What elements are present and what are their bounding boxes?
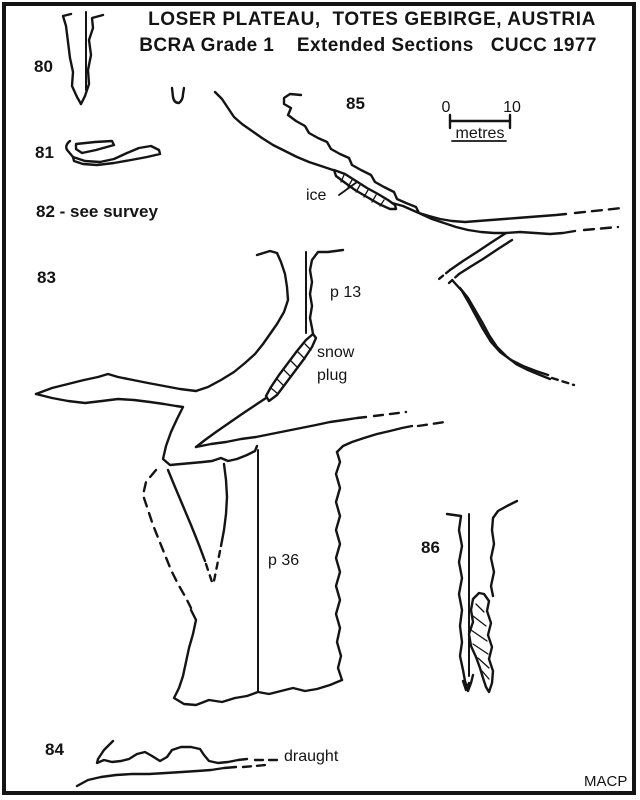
credit-label: MACP bbox=[584, 773, 628, 790]
p36-label: p 36 bbox=[268, 552, 300, 569]
section-86-label: 86 bbox=[421, 538, 440, 557]
p13-label: p 13 bbox=[330, 284, 362, 301]
section-81-label: 81 bbox=[35, 143, 54, 162]
scale-start-label: 0 bbox=[441, 99, 451, 116]
section-80-drawing bbox=[61, 11, 105, 106]
section-83-drawing bbox=[34, 248, 447, 707]
ice-leader-line bbox=[338, 181, 358, 196]
section-83-label: 83 bbox=[37, 268, 56, 287]
section-80-label: 80 bbox=[34, 57, 53, 76]
snow-mass-shape bbox=[467, 591, 495, 694]
ice-label: ice bbox=[306, 187, 327, 204]
snow-plug-label-line1: snow bbox=[317, 344, 355, 361]
section-84-drawing bbox=[75, 739, 280, 788]
section-84-label: 84 bbox=[45, 740, 64, 759]
title-line-2: BCRA Grade 1 Extended Sections CUCC 1977 bbox=[139, 35, 597, 56]
section-81-drawing bbox=[65, 139, 162, 167]
ice-lens bbox=[332, 168, 398, 211]
snow-mass-hatching bbox=[470, 603, 490, 680]
section-82-label: 82 - see survey bbox=[36, 202, 158, 221]
snow-plug-label-line2: plug bbox=[317, 367, 348, 384]
snow-plug-hatching bbox=[270, 343, 312, 395]
scale-end-label: 10 bbox=[503, 99, 521, 116]
section-86-drawing bbox=[445, 499, 519, 694]
scale-bar-drawing bbox=[448, 113, 512, 142]
section-85-drawing bbox=[170, 86, 624, 387]
scale-unit-label: metres bbox=[455, 125, 505, 142]
title-line-1: LOSER PLATEAU, TOTES GEBIRGE, AUSTRIA bbox=[148, 9, 596, 30]
draught-label: draught bbox=[284, 748, 339, 765]
section-85-label: 85 bbox=[346, 94, 365, 113]
ice-lens-hatching bbox=[340, 174, 385, 207]
snow-plug-shape bbox=[264, 332, 318, 403]
